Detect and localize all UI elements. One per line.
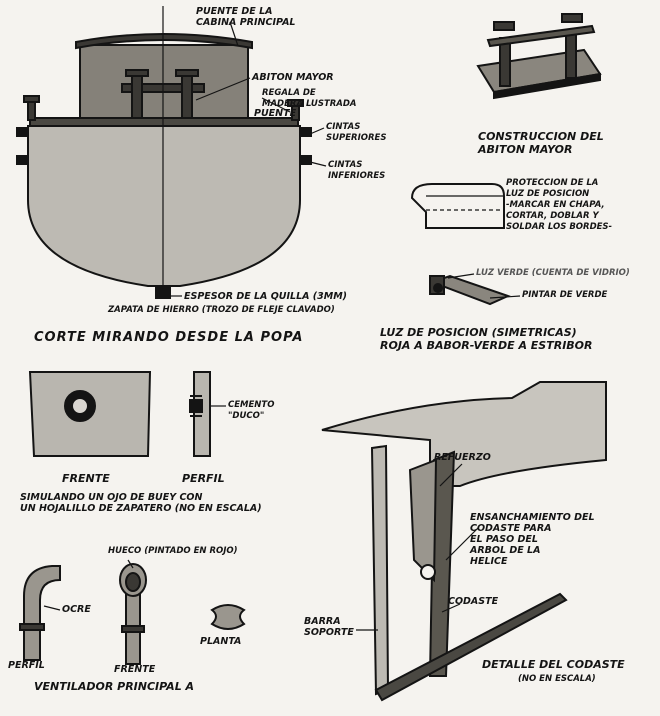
deck-rail	[29, 117, 299, 127]
lower-rub-strake-left	[16, 155, 29, 165]
porthole-profile	[189, 399, 203, 413]
caption-construccion-abiton: CONSTRUCCION DEL ABITON MAYOR	[478, 130, 604, 156]
hull-bottom-panel	[321, 381, 607, 487]
caption-detalle-codaste: DETALLE DEL CODASTE	[482, 658, 625, 671]
sternpost-reinforcement	[408, 458, 438, 583]
label-cintas-superiores: CINTAS SUPERIORES	[326, 122, 387, 143]
keel-skeg	[374, 592, 568, 702]
label-cintas-inferiores: CINTAS INFERIORES	[328, 160, 386, 181]
ventilator-profile	[23, 565, 61, 661]
cabin-roof-bridge	[75, 33, 253, 50]
position-light-drawing	[429, 274, 511, 306]
label-ensanchamiento: ENSANCHAMIENTO DEL CODASTE PARA EL PASO …	[470, 512, 595, 567]
label-codaste: CODASTE	[448, 596, 499, 607]
label-luz-verde: LUZ VERDE (CUENTA DE VIDRIO)	[476, 268, 630, 278]
support-bar	[370, 444, 390, 696]
light-guard-drawing	[410, 183, 505, 229]
caption-proteccion-luz: PROTECCION DE LA LUZ DE POSICION -MARCAR…	[506, 178, 613, 232]
caption-ojo-de-buey: SIMULANDO UN OJO DE BUEY CON UN HOJALILL…	[20, 492, 262, 514]
label-puente: PUENTE	[254, 108, 297, 119]
lower-rub-strake-right	[299, 155, 312, 165]
label-hueco: HUECO (PINTADO EN ROJO)	[108, 546, 238, 556]
label-planta: PLANTA	[200, 636, 242, 647]
hull-section	[27, 125, 301, 287]
ventilator-drawing	[19, 559, 246, 665]
propeller-shaft-hole	[420, 564, 436, 580]
label-ocre: OCRE	[62, 604, 91, 615]
label-regala: REGALA DE MADERA LUSTRADA	[262, 88, 357, 109]
label-porthole-frente: FRENTE	[62, 472, 110, 485]
caption-corte-popa: CORTE MIRANDO DESDE LA POPA	[34, 330, 304, 345]
upper-rub-strake-left	[16, 127, 29, 137]
sternpost-drawing	[321, 381, 607, 702]
label-zapata: ZAPATA DE HIERRO (TROZO DE FLEJE CLAVADO…	[108, 305, 335, 315]
label-ventilador-frente: FRENTE	[114, 664, 156, 675]
stern-section-drawing	[16, 6, 312, 299]
caption-luz-posicion: LUZ DE POSICION (SIMETRICAS) ROJA A BABO…	[380, 326, 593, 352]
caption-ventilador: VENTILADOR PRINCIPAL A	[34, 680, 195, 693]
label-ventilador-perfil: PERFIL	[8, 660, 45, 671]
bitt-construction-drawing	[476, 13, 602, 100]
porthole-drawing	[28, 371, 226, 457]
note-no-en-escala: (NO EN ESCALA)	[518, 674, 596, 684]
ventilator-plan	[210, 604, 246, 630]
label-puente-cabina: PUENTE DE LA CABINA PRINCIPAL	[196, 6, 296, 28]
label-porthole-perfil: PERFIL	[182, 472, 225, 485]
label-cemento-duco: CEMENTO "DUCO"	[228, 400, 275, 421]
label-barra-soporte: BARRA SOPORTE	[304, 616, 354, 638]
label-pintar-verde: PINTAR DE VERDE	[522, 290, 608, 300]
label-espesor-quilla: ESPESOR DE LA QUILLA (3mm)	[184, 291, 348, 302]
label-abiton-mayor: ABITON MAYOR	[252, 72, 334, 83]
upper-rub-strake-right	[299, 127, 312, 137]
label-refuerzo: REFUERZO	[434, 452, 491, 463]
